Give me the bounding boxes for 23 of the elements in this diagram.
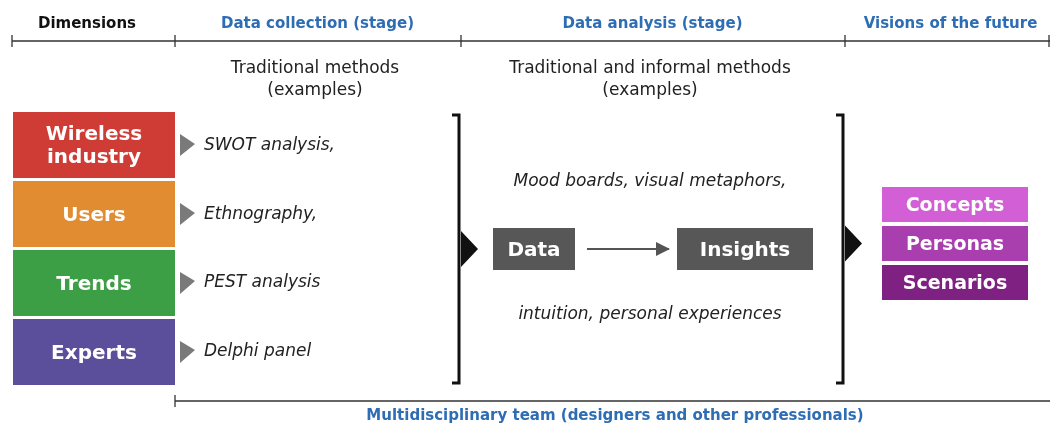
- arrow: [586, 242, 670, 256]
- method-note: Mood boards, visual metaphors,: [512, 170, 788, 190]
- method-text: PEST analysis: [204, 271, 321, 291]
- method-note: intuition, personal experiences: [517, 303, 783, 323]
- output-box: Concepts: [882, 187, 1028, 222]
- category-box: Experts: [13, 319, 175, 385]
- method-text: SWOT analysis,: [204, 134, 335, 154]
- process-box: Insights: [677, 228, 813, 270]
- stage-header: Visions of the future: [862, 14, 1039, 32]
- category-box: Users: [13, 181, 175, 247]
- team-label: Multidisciplinary team (designers and other professionals): [365, 406, 865, 424]
- output-box: Scenarios: [882, 265, 1028, 300]
- column-heading: Traditional methods (examples): [229, 56, 401, 101]
- stage-header: Data collection (stage): [220, 14, 415, 32]
- category-box: Trends: [13, 250, 175, 316]
- process-box: Data: [493, 228, 575, 270]
- method-text: Delphi panel: [204, 340, 312, 360]
- column-heading: Traditional and informal methods (examples): [508, 56, 792, 101]
- method-text: Ethnography,: [204, 203, 318, 223]
- category-box: Wireless industry: [13, 112, 175, 178]
- stage-header: Data analysis (stage): [561, 14, 744, 32]
- header-label: Dimensions: [36, 14, 138, 32]
- output-box: Personas: [882, 226, 1028, 261]
